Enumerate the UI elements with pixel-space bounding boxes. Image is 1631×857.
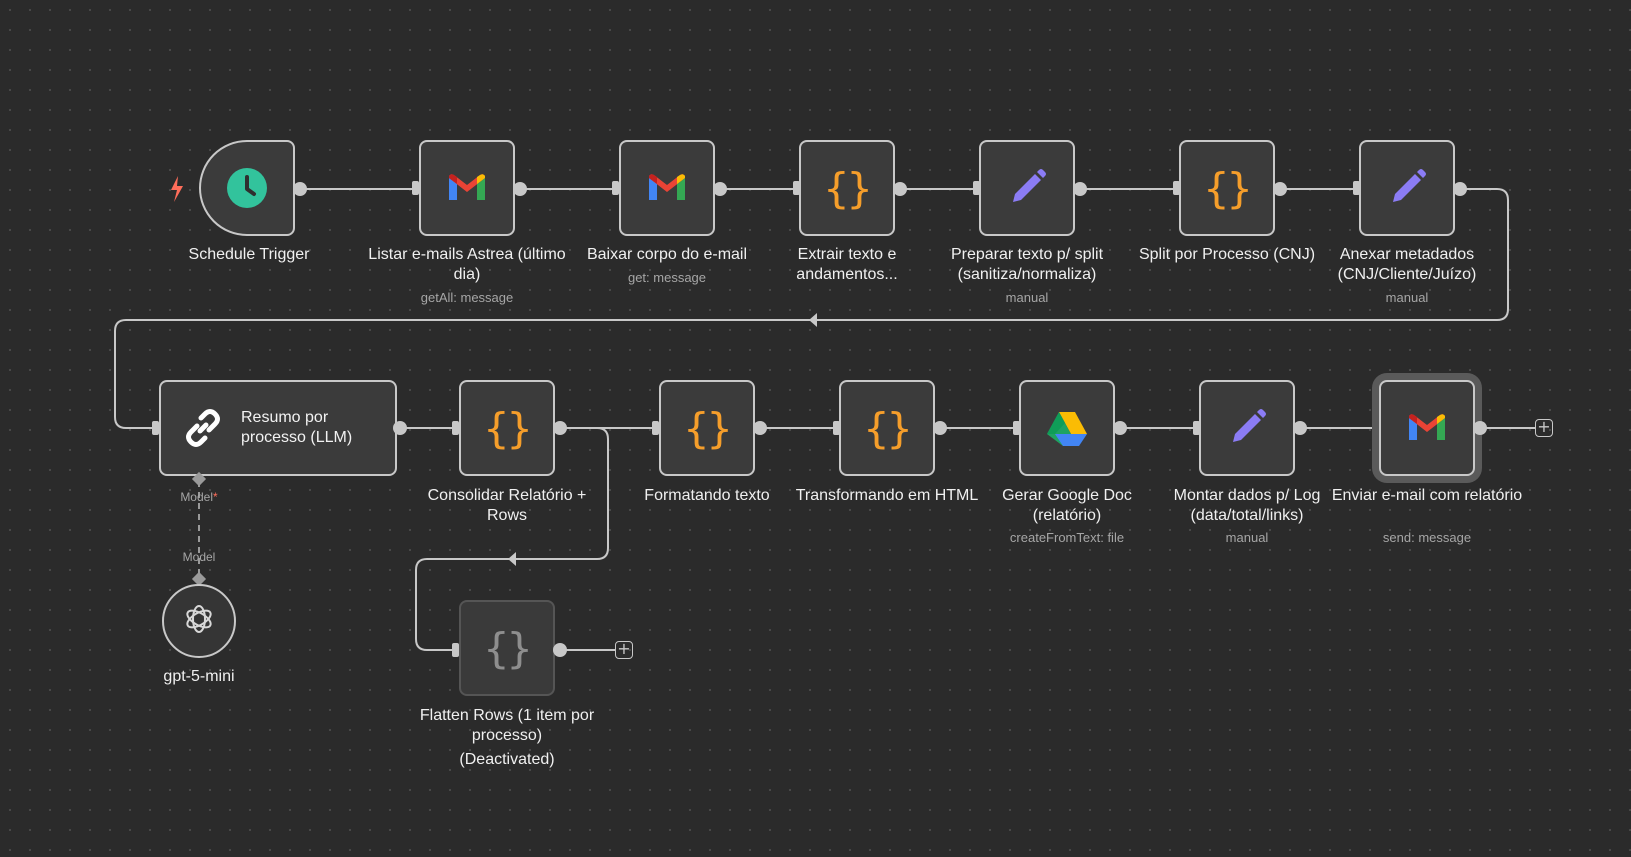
- clock-icon: [223, 164, 271, 212]
- node-gerar-google-doc[interactable]: [1019, 380, 1115, 476]
- input-handle[interactable]: [1353, 181, 1360, 195]
- openai-icon: [182, 602, 216, 641]
- node-montar-dados[interactable]: [1199, 380, 1295, 476]
- node-title: Extrair texto e andamentos...: [796, 246, 898, 283]
- gmail-icon: [443, 164, 491, 212]
- node-transformando-html[interactable]: {}: [839, 380, 935, 476]
- node-baixar-corpo[interactable]: [619, 140, 715, 236]
- output-handle[interactable]: [1473, 421, 1487, 435]
- node-formatando-texto[interactable]: {}: [659, 380, 755, 476]
- input-handle[interactable]: [1013, 421, 1020, 435]
- node-title: Split por Processo (CNJ): [1138, 246, 1316, 263]
- output-handle[interactable]: [1453, 182, 1467, 196]
- link-chain-icon: [179, 404, 227, 452]
- node-extrair-texto[interactable]: {}: [799, 140, 895, 236]
- code-braces-icon: {}: [483, 623, 533, 673]
- node-title: Resumo por processo (LLM): [241, 409, 353, 446]
- node-title: Gerar Google Doc (relatório): [1002, 487, 1132, 524]
- code-braces-icon: {}: [483, 403, 533, 453]
- code-braces-icon: {}: [683, 403, 733, 453]
- input-handle[interactable]: [1373, 421, 1380, 435]
- output-handle[interactable]: [1293, 421, 1307, 435]
- pencil-icon: [1383, 164, 1431, 212]
- model-target-label: Model: [182, 550, 216, 564]
- input-handle[interactable]: [833, 421, 840, 435]
- node-anexar-metadados[interactable]: [1359, 140, 1455, 236]
- node-title: Montar dados p/ Log (data/total/links): [1173, 487, 1321, 524]
- node-gpt-model[interactable]: [162, 584, 236, 658]
- node-title: gpt-5-mini: [163, 668, 235, 685]
- node-listar-emails[interactable]: [419, 140, 515, 236]
- node-title: Listar e-mails Astrea (último dia): [368, 246, 566, 283]
- input-handle[interactable]: [652, 421, 659, 435]
- gmail-icon: [643, 164, 691, 212]
- node-title: Enviar e-mail com relatório: [1331, 487, 1523, 504]
- input-handle[interactable]: [412, 181, 419, 195]
- node-title: Flatten Rows (1 item por processo): [419, 707, 595, 744]
- pencil-icon: [1003, 164, 1051, 212]
- output-handle[interactable]: [513, 182, 527, 196]
- node-subtitle: manual: [1385, 290, 1429, 305]
- node-subtitle: createFromText: file: [1009, 530, 1125, 545]
- output-handle[interactable]: [1113, 421, 1127, 435]
- node-subtitle: send: message: [1382, 530, 1472, 545]
- output-handle[interactable]: [933, 421, 947, 435]
- code-braces-icon: {}: [1203, 163, 1253, 213]
- node-subtitle: getAll: message: [420, 290, 514, 305]
- output-handle[interactable]: [1273, 182, 1287, 196]
- node-subtitle: get: message: [627, 270, 707, 285]
- output-handle[interactable]: [393, 421, 407, 435]
- add-node-button[interactable]: +: [1535, 419, 1553, 437]
- node-preparar-texto[interactable]: [979, 140, 1075, 236]
- wire-arrow-top: [809, 313, 817, 327]
- node-title: Preparar texto p/ split (sanitiza/normal…: [950, 246, 1104, 283]
- pencil-icon: [1223, 404, 1271, 452]
- node-split-processo[interactable]: {}: [1179, 140, 1275, 236]
- output-handle[interactable]: [553, 421, 567, 435]
- add-node-button[interactable]: +: [615, 641, 633, 659]
- code-braces-icon: {}: [863, 403, 913, 453]
- node-status: (Deactivated): [459, 751, 555, 768]
- node-title: Transformando em HTML: [795, 487, 979, 504]
- trigger-bolt-icon: [171, 176, 183, 202]
- output-handle[interactable]: [293, 182, 307, 196]
- node-title: Consolidar Relatório + Rows: [427, 487, 587, 524]
- input-handle[interactable]: [793, 181, 800, 195]
- input-handle[interactable]: [1193, 421, 1200, 435]
- input-handle[interactable]: [1173, 181, 1180, 195]
- node-title: Formatando texto: [644, 487, 770, 504]
- node-schedule-trigger[interactable]: [199, 140, 295, 236]
- output-handle[interactable]: [1073, 182, 1087, 196]
- node-title: Baixar corpo do e-mail: [586, 246, 748, 263]
- input-handle[interactable]: [452, 421, 459, 435]
- input-handle[interactable]: [452, 643, 459, 657]
- google-drive-icon: [1043, 404, 1091, 452]
- node-resumo-llm[interactable]: Resumo por processo (LLM): [159, 380, 397, 476]
- node-title: Schedule Trigger: [188, 246, 310, 263]
- input-handle[interactable]: [152, 421, 159, 435]
- model-port-label: Model*: [180, 490, 218, 504]
- node-subtitle: manual: [1005, 290, 1049, 305]
- output-handle[interactable]: [553, 643, 567, 657]
- input-handle[interactable]: [973, 181, 980, 195]
- output-handle[interactable]: [713, 182, 727, 196]
- output-handle[interactable]: [753, 421, 767, 435]
- node-title: Anexar metadados (CNJ/Cliente/Juízo): [1337, 246, 1477, 283]
- wire-arrow-bottom: [508, 552, 516, 566]
- gmail-icon: [1403, 404, 1451, 452]
- code-braces-icon: {}: [823, 163, 873, 213]
- node-subtitle: manual: [1225, 530, 1269, 545]
- node-enviar-email[interactable]: [1379, 380, 1475, 476]
- node-flatten-rows[interactable]: {}: [459, 600, 555, 696]
- node-consolidar-relatorio[interactable]: {}: [459, 380, 555, 476]
- output-handle[interactable]: [893, 182, 907, 196]
- input-handle[interactable]: [612, 181, 619, 195]
